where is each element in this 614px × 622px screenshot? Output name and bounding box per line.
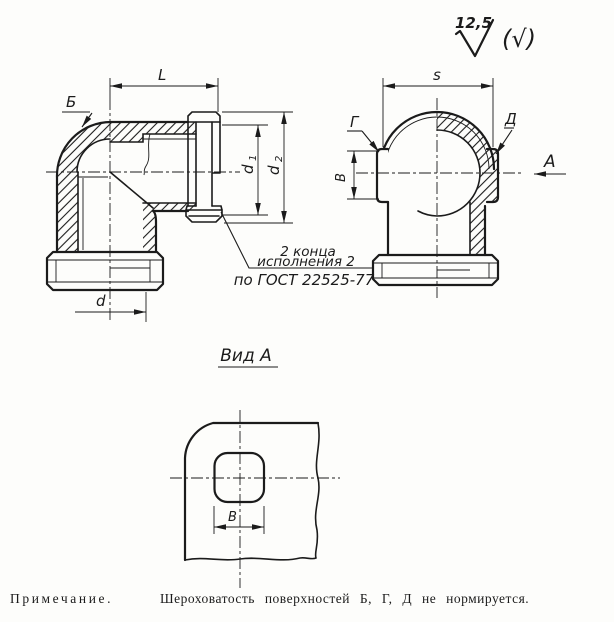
spigot-collar [187, 111, 221, 123]
break-line-wavy [143, 133, 151, 176]
surface-label-g: Г [350, 113, 360, 131]
dim-label-d2: d [265, 165, 283, 175]
dim-label-v-right: В [334, 173, 349, 182]
roughness-callout: 12,5 (√) [454, 14, 536, 58]
dim-label-s: s [433, 66, 441, 84]
view-a-break-lines [184, 422, 320, 561]
callout-leader-line [220, 211, 372, 269]
callout-line3: по ГОСТ 22525-77 [234, 271, 375, 289]
roughness-check-icon [454, 18, 495, 58]
surface-ref-b: Б [62, 93, 93, 128]
bore-edges [76, 133, 197, 253]
hex-face-lines-left [47, 259, 163, 283]
view-a-title: Вид А [220, 346, 272, 366]
hex-outline-left [45, 250, 165, 292]
hex-outline-right [371, 253, 500, 287]
dim-label-d1: d [239, 164, 257, 174]
hatch-region-dome [437, 112, 498, 255]
spigot-foot [185, 205, 223, 223]
view-a-square-hole [213, 451, 266, 504]
end-type-callout: 2 конца исполнения 2 по ГОСТ 22525-77 [220, 211, 375, 289]
body-edges-right-view [386, 200, 487, 257]
extension-lines-v-bottom [213, 506, 265, 534]
dim-label-d1-sub: 1 [248, 155, 259, 161]
dim-label-d2-sub: 2 [274, 156, 285, 162]
extension-lines-s [382, 78, 494, 147]
dimension-d2: d 2 [222, 111, 293, 224]
flat-tab-right [485, 147, 500, 204]
surface-b-leader [81, 112, 93, 128]
surface-g-leader [361, 130, 380, 153]
bore-circle [417, 129, 481, 217]
dome-outer-arc [378, 110, 496, 171]
thread-lines [78, 138, 196, 250]
dimension-s: s [382, 66, 494, 147]
note-body: Шероховатость поверхностей Б, Г, Д не но… [160, 591, 529, 606]
roughness-secondary: (√) [502, 25, 536, 53]
right-view: s В Г Д А [334, 66, 566, 298]
view-direction-a: А [534, 152, 566, 177]
dim-label-L: L [158, 66, 166, 84]
note: Примечание. Шероховатость поверхностей Б… [10, 591, 529, 606]
dimension-L: L [109, 66, 219, 112]
spigot-thread-edges [187, 121, 221, 207]
left-section-view: L d 1 d 2 d Б 2 конц [45, 66, 375, 322]
surface-label-d: Д [504, 110, 517, 128]
callout-line2: исполнения 2 [257, 254, 355, 270]
note-lead: Примечание. [10, 591, 113, 606]
flat-tab-left [375, 147, 390, 204]
dimension-d: d [75, 292, 147, 322]
outer-contour [55, 120, 190, 254]
hatch-region-bottom-wall [143, 203, 196, 252]
view-a-outline [183, 421, 320, 562]
dimension-v-bottom: В [213, 506, 265, 534]
surface-ref-d: Д [495, 110, 517, 155]
view-arrow-label: А [543, 152, 556, 172]
dome-inner-arc [384, 116, 490, 170]
surface-ref-g: Г [347, 113, 380, 153]
tab-mask-left [378, 150, 388, 201]
callout-line1: 2 конца [280, 244, 336, 260]
extension-lines-v-right [347, 150, 379, 200]
view-a: Вид А В [170, 346, 340, 588]
dim-label-v-bottom: В [228, 510, 237, 525]
dim-label-d: d [96, 292, 106, 310]
hatch-region-corner-wall [56, 121, 196, 252]
dimension-v-right: В [334, 150, 379, 200]
roughness-value: 12,5 [455, 14, 492, 32]
extension-lines-d2 [222, 111, 293, 224]
dimension-d1: d 1 [222, 124, 268, 216]
surface-label-b: Б [66, 93, 76, 111]
hex-face-lines-right [373, 262, 498, 279]
surface-d-leader [495, 129, 513, 155]
